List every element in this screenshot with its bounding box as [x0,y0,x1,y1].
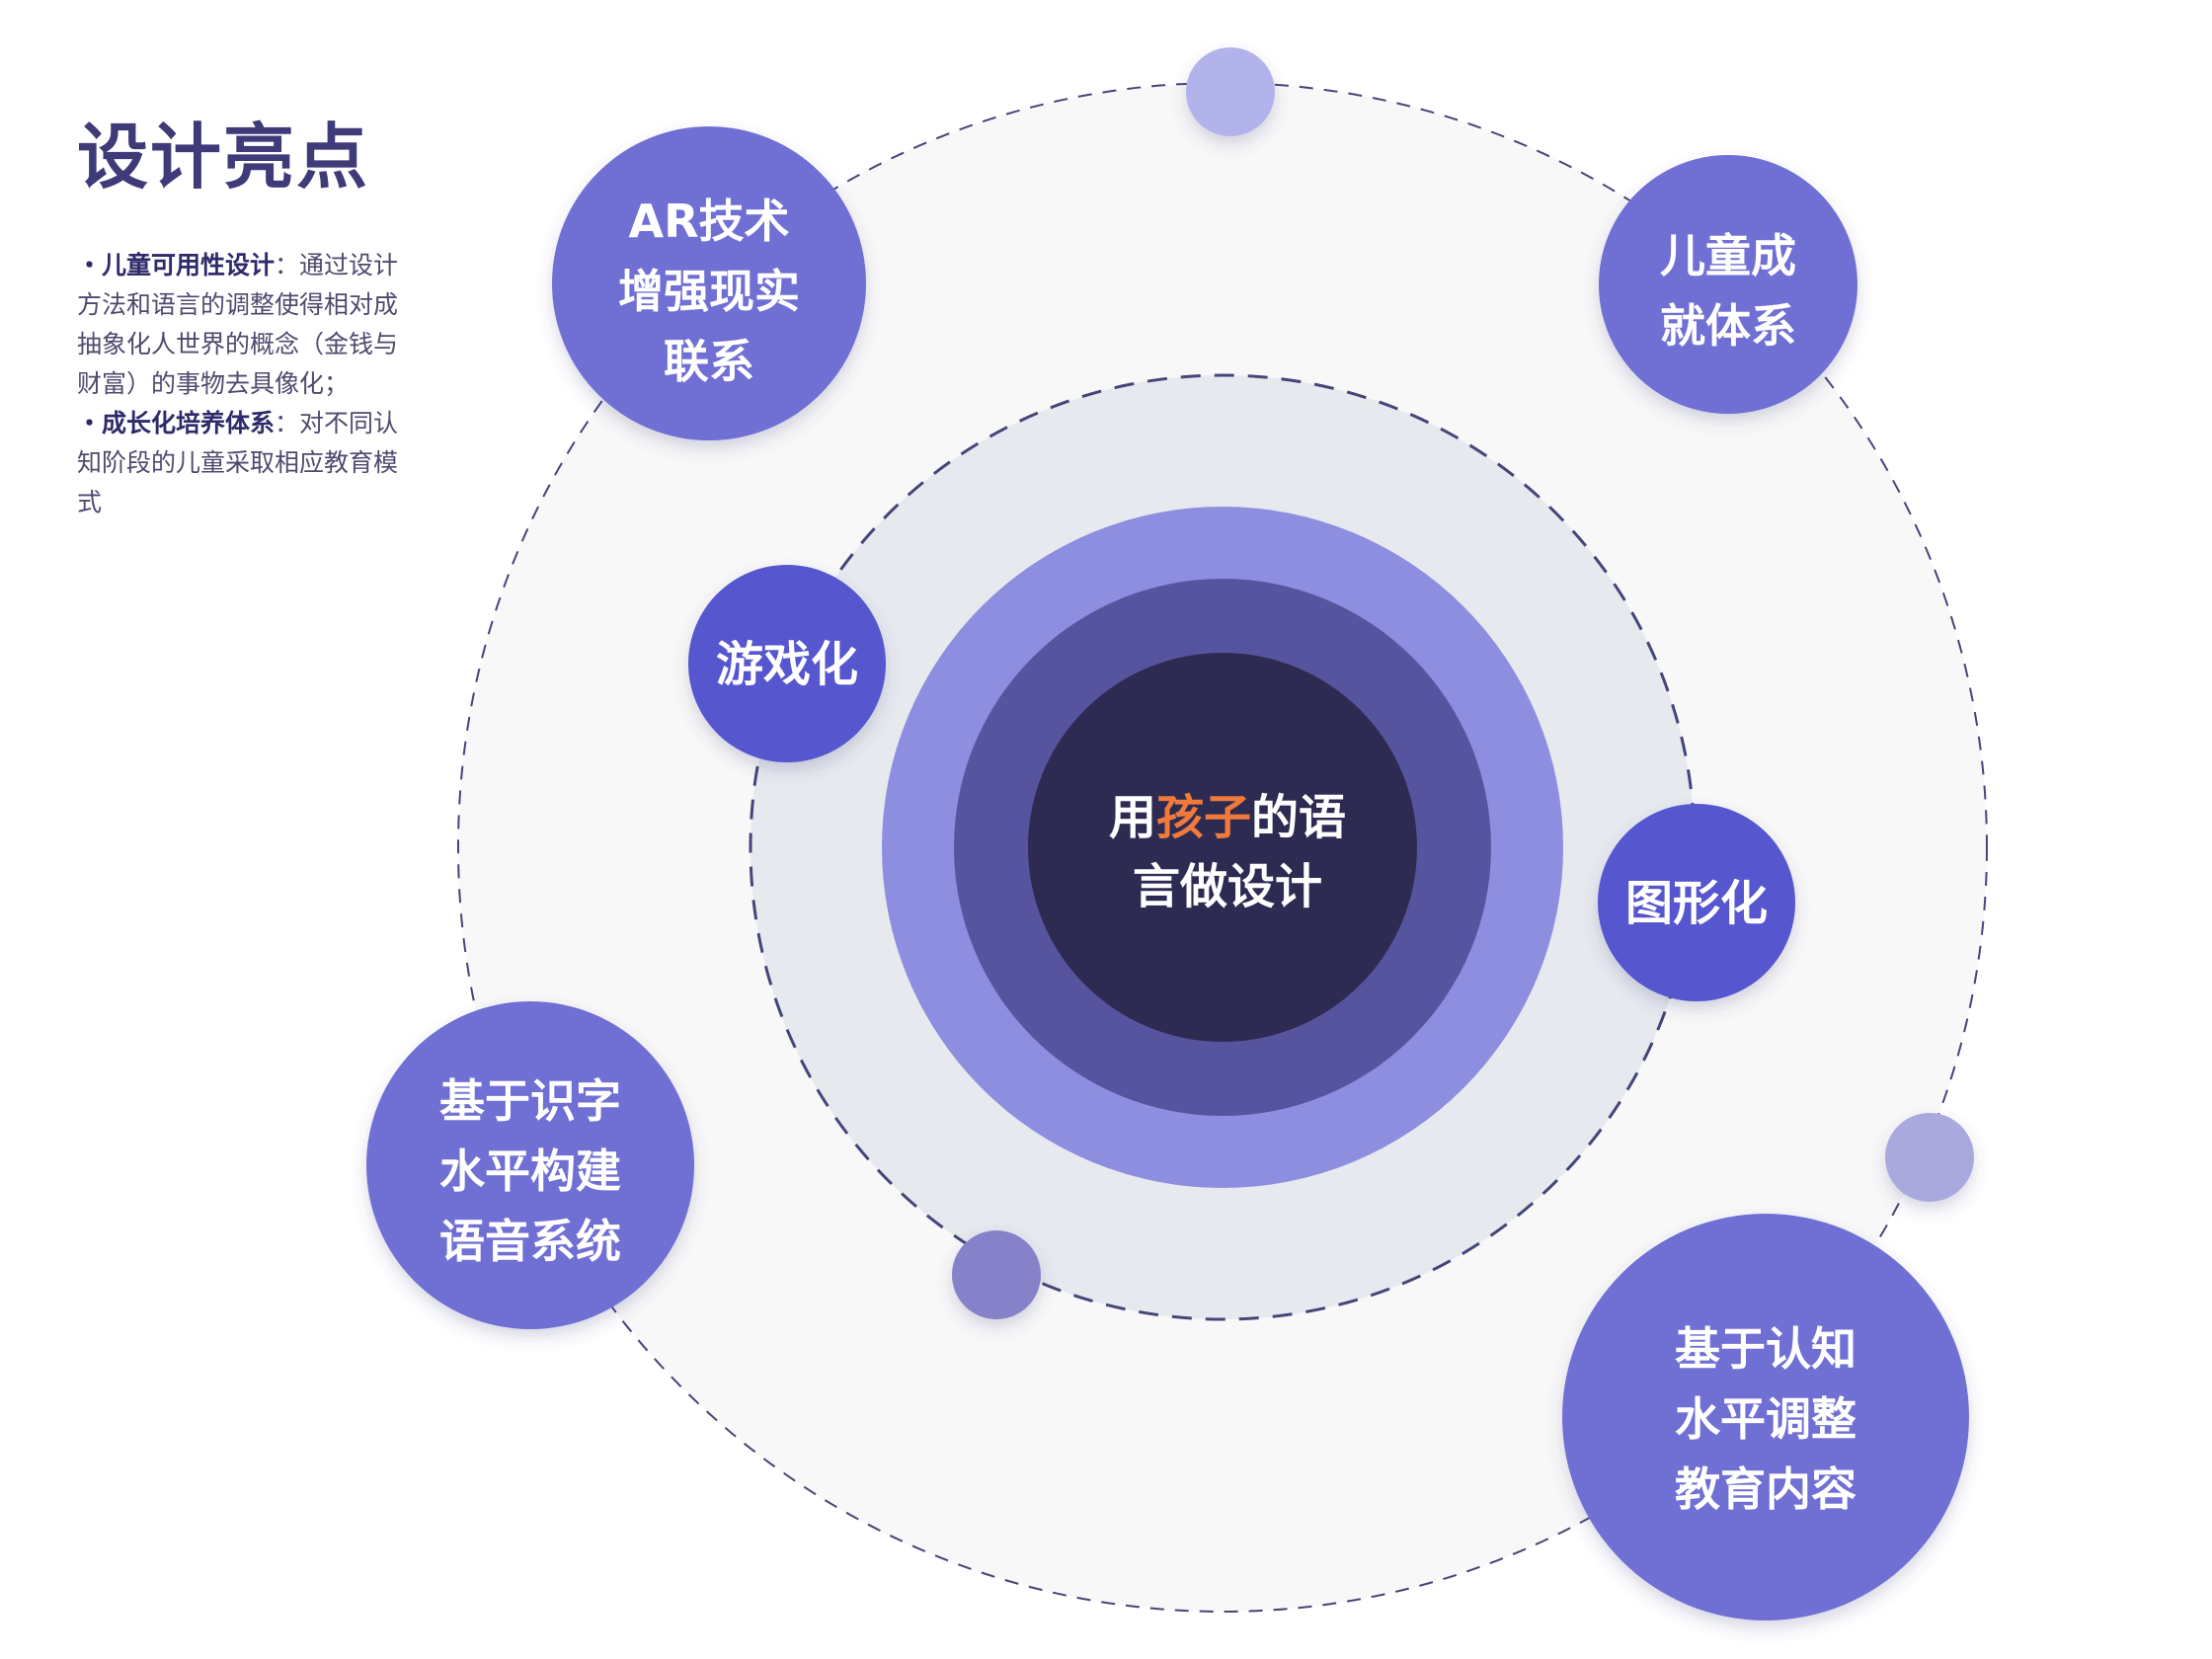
sidebar-point-growth: ・成长化培养体系：对不同认知阶段的儿童采取相应教育模式 [77,404,403,522]
outer-node-ar-circle [552,126,866,440]
outer-node-ar-line3: 联系 [664,335,754,388]
outer-node-literacy-line2: 水平构建 [439,1145,621,1198]
sidebar-point-usability-label: ・儿童可用性设计 [77,251,276,279]
outer-node-achievement-line1: 儿童成 [1660,229,1796,282]
outer-node-achievement-circle [1599,155,1857,414]
outer-node-ar-line1: AR技术 [628,195,789,248]
inner-node-gamification-label: 游戏化 [716,637,858,692]
inner-node-graphical[interactable]: 图形化 [1598,804,1795,1001]
outer-node-cognition-line1: 基于认知 [1675,1322,1856,1376]
outer-node-literacy[interactable]: 基于识字 水平构建 语音系统 [366,1001,694,1329]
outer-node-literacy-line3: 语音系统 [439,1215,621,1268]
outer-node-cognition-line3: 教育内容 [1675,1462,1856,1516]
sidebar-point-growth-text: 对不同认知阶段的儿童采取相应教育模式 [77,409,399,516]
outer-node-achievement[interactable]: 儿童成 就体系 [1599,155,1857,414]
outer-node-literacy-line1: 基于识字 [439,1074,621,1128]
inner-node-gamification-circle [688,565,886,762]
center-line1-accent: 孩子 [1156,790,1251,845]
center-title: 用孩子的语 [1109,790,1346,845]
outer-node-cognition-circle [1562,1214,1969,1620]
center-line1-suffix: 的语 [1251,790,1346,845]
sidebar-point-growth-sep: ： [275,409,300,437]
center-line1-prefix: 用 [1109,790,1156,845]
outer-orbit-dashed-ring [457,82,1988,1613]
inner-node-gamification[interactable]: 游戏化 [688,565,886,762]
sidebar-point-growth-label: ・成长化培养体系 [77,409,276,437]
sidebar-point-usability-text: 通过设计方法和语言的调整使得相对成抽象化人世界的概念（金钱与财富）的事物去具像化… [77,251,399,398]
orbit-dot-bottom [952,1230,1041,1319]
outer-node-cognition-line2: 水平调整 [1675,1392,1856,1446]
outer-node-literacy-circle [366,1001,694,1329]
orbit-dot-right [1885,1113,1974,1202]
outer-node-achievement-line2: 就体系 [1660,299,1796,353]
inner-node-graphical-circle [1598,804,1795,1001]
sidebar: 设计亮点 ・儿童可用性设计：通过设计方法和语言的调整使得相对成抽象化人世界的概念… [77,99,403,522]
outer-node-ar[interactable]: AR技术 增强现实 联系 [552,126,866,440]
outer-node-cognition[interactable]: 基于认知 水平调整 教育内容 [1562,1214,1969,1620]
sidebar-title: 设计亮点 [77,116,370,198]
outer-node-ar-line2: 增强现实 [618,265,800,318]
orbit-dot-top [1186,47,1275,136]
sidebar-point-usability: ・儿童可用性设计：通过设计方法和语言的调整使得相对成抽象化人世界的概念（金钱与财… [77,246,403,404]
inner-node-graphical-label: 图形化 [1625,876,1768,931]
center-title-line2: 言做设计 [1133,859,1322,914]
sidebar-point-usability-sep: ： [275,251,300,279]
core-circle [1028,653,1417,1042]
